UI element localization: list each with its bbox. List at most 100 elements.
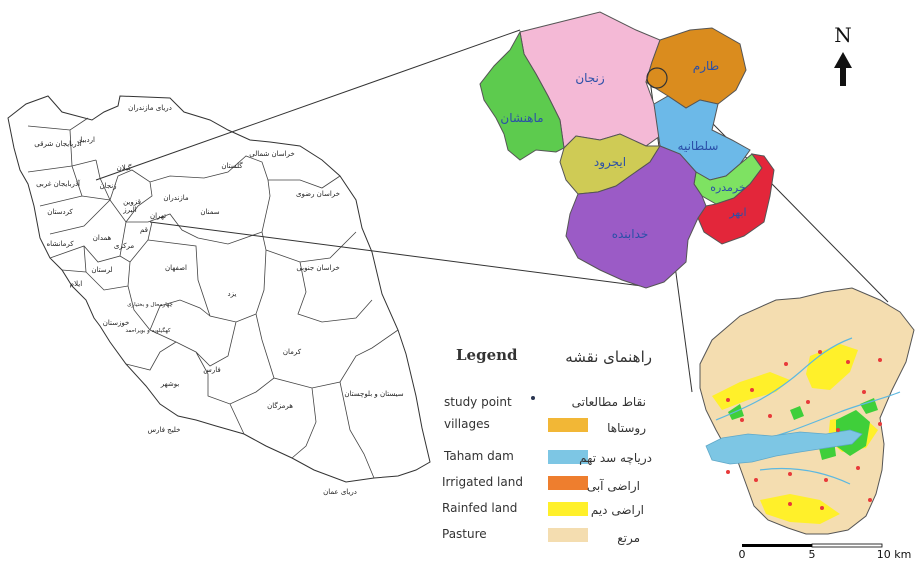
- province-label: خراسان رضوی: [296, 190, 340, 198]
- legend-swatch: [548, 450, 588, 464]
- sea-label: دریای عمان: [323, 488, 357, 496]
- sea-label: دریای مازندران: [128, 104, 172, 112]
- province-label: خراسان جنوبی: [296, 264, 339, 272]
- study-point: [788, 472, 792, 476]
- legend-label-fa: روستاها: [607, 421, 646, 436]
- province-label: چهارمحال و بختیاری: [127, 302, 173, 308]
- study-point: [818, 350, 822, 354]
- study-point: [846, 360, 850, 364]
- province-border: [27, 117, 399, 479]
- study-point: [878, 358, 882, 362]
- legend: Legend راهنمای نقشه study point نقاط مطا…: [442, 346, 652, 546]
- county-label: سلطانیه: [678, 139, 719, 153]
- province-label: گیلان: [117, 163, 132, 172]
- study-point: [754, 478, 758, 482]
- county-label: ایجرود: [594, 155, 626, 170]
- province-label: تهران: [150, 212, 166, 220]
- study-point: [740, 418, 744, 422]
- legend-label-en: study point: [444, 395, 512, 409]
- county-abhar: [697, 153, 775, 245]
- province-label: هرمزگان: [267, 401, 293, 410]
- legend-label-en: Pasture: [442, 527, 487, 541]
- study-point: [750, 388, 754, 392]
- study-point: [862, 390, 866, 394]
- county-label: طارم: [693, 59, 719, 74]
- study-point: [806, 400, 810, 404]
- county-label: ابهر: [728, 206, 746, 219]
- province-label: آذربایجان شرقی: [34, 139, 82, 148]
- study-point: [788, 502, 792, 506]
- north-arrow: N: [834, 23, 852, 86]
- province-label: کهگیلویه و بویراحمد: [125, 327, 170, 334]
- legend-label-en: Irrigated land: [442, 475, 523, 489]
- county-mahneshan: [479, 30, 565, 161]
- province-label: سیستان و بلوچستان: [344, 390, 403, 398]
- scale-bar: 0 5 10 km: [739, 543, 912, 561]
- north-arrow-shaft: [840, 66, 846, 86]
- province-label: کرمانشاه: [46, 240, 74, 248]
- legend-label-en: villages: [444, 417, 490, 431]
- county-label: خدابنده: [612, 227, 649, 241]
- study-area-marker: [646, 67, 668, 89]
- study-area-map: [699, 287, 915, 535]
- province-label: خراسان شمالی: [249, 150, 295, 158]
- study-point: [824, 478, 828, 482]
- study-point: [726, 398, 730, 402]
- iran-map: آذربایجان شرقی اردبیل آذربایجان غربی زنج…: [7, 95, 431, 496]
- province-label: کردستان: [47, 208, 73, 216]
- taham-dam-lake: [705, 429, 863, 465]
- scale-bar-segment: [742, 544, 812, 547]
- legend-swatch: [548, 502, 588, 516]
- north-arrow-head: [834, 52, 852, 68]
- study-point: [726, 470, 730, 474]
- legend-label-fa: اراضی دیم: [591, 503, 644, 518]
- legend-title-fa: راهنمای نقشه: [565, 348, 652, 366]
- province-label: قزوین: [123, 198, 141, 206]
- legend-label-fa: اراضی آبی: [587, 478, 640, 494]
- province-label: زنجان: [99, 182, 116, 190]
- province-label: بوشهر: [160, 380, 180, 388]
- study-point: [856, 466, 860, 470]
- sea-label: خلیج فارس: [148, 426, 181, 434]
- province-label: کرمان: [283, 348, 302, 356]
- north-label: N: [834, 23, 852, 47]
- province-label: اصفهان: [165, 264, 187, 272]
- legend-dot: [531, 396, 535, 400]
- study-points: [726, 350, 882, 510]
- legend-title-en: Legend: [456, 346, 518, 364]
- county-label: زنجان: [575, 71, 605, 86]
- legend-label-fa: مرتع: [617, 531, 640, 546]
- province-label: مرکزی: [114, 242, 135, 250]
- study-point: [784, 362, 788, 366]
- province-label: البرز: [122, 206, 136, 214]
- legend-label-fa: نقاط مطالعاتی: [572, 395, 646, 409]
- province-label: اردبیل: [77, 136, 95, 144]
- scale-bar-segment: [811, 543, 883, 548]
- county-khodabandeh: [565, 145, 707, 289]
- legend-swatch: [548, 476, 588, 490]
- province-label: یزد: [228, 290, 237, 298]
- study-point: [768, 414, 772, 418]
- province-label: قم: [140, 226, 148, 234]
- scale-tick-label: 10 km: [877, 548, 912, 561]
- county-label: ماهنشان: [500, 111, 543, 125]
- scale-tick-label: 0: [739, 548, 746, 561]
- legend-label-en: Taham dam: [443, 449, 514, 463]
- legend-label-fa: دریاچه سد تهم: [579, 451, 652, 466]
- province-label: خوزستان: [103, 319, 130, 327]
- study-point: [836, 428, 840, 432]
- province-label: گلستان: [221, 161, 243, 170]
- province-label: مازندران: [163, 194, 189, 202]
- legend-swatch: [548, 528, 588, 542]
- zanjan-map: زنجان طارم ماهنشان سلطانیه ایجرود خرمدره…: [479, 11, 775, 289]
- province-label: آذربایجان غربی: [36, 179, 81, 188]
- province-label: ایلام: [70, 280, 82, 288]
- province-label: فارس: [203, 366, 220, 374]
- zoom-line: [149, 221, 643, 287]
- study-point: [868, 498, 872, 502]
- study-point: [820, 506, 824, 510]
- county-label: خرمدره: [710, 181, 746, 194]
- province-label: لرستان: [91, 266, 112, 274]
- province-label: همدان: [93, 234, 112, 242]
